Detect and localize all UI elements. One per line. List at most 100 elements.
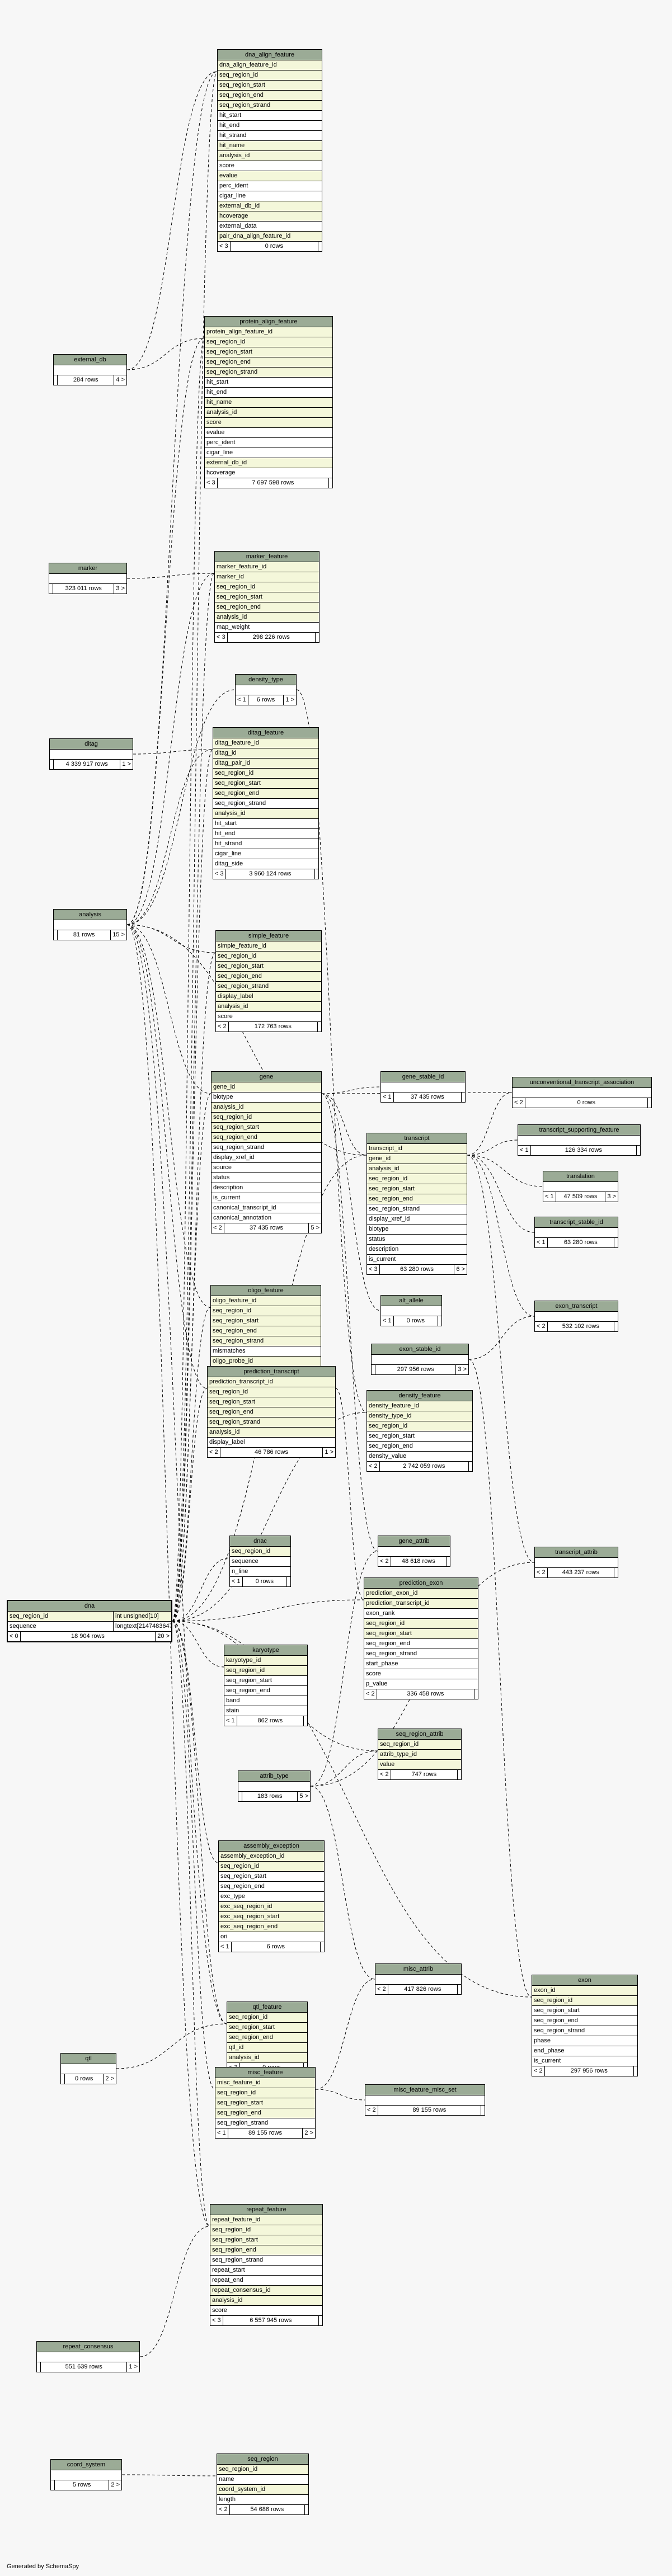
- parents-count: < 2: [532, 2066, 545, 2076]
- row-count: 532 102 rows: [548, 1322, 614, 1331]
- column-name: [39, 2352, 139, 2362]
- parents-count: < 2: [212, 1223, 224, 1233]
- table-row: start_phase: [364, 1659, 478, 1669]
- table-row: external_data: [218, 222, 322, 232]
- row-count: 37 435 rows: [394, 1092, 462, 1102]
- table-unconventional-transcript-association[interactable]: unconventional_transcript_association< 2…: [512, 1077, 652, 1108]
- table-row: seq_region_strand: [213, 799, 318, 809]
- table-dna[interactable]: dna seq_region_id int unsigned[10] seque…: [7, 1600, 172, 1642]
- table-row: external_db_id: [218, 201, 322, 211]
- row-count: 47 509 rows: [556, 1192, 606, 1202]
- table-row: seq_region_end: [212, 1133, 321, 1143]
- relationship-line: [126, 573, 215, 579]
- parents-count: < 2: [208, 1448, 220, 1457]
- row-count: 0 rows: [243, 1577, 287, 1586]
- row-count: 0 rows: [525, 1098, 648, 1108]
- table-row: display_label: [216, 992, 321, 1002]
- parents-count: < 3: [367, 1265, 380, 1274]
- column-name: seq_region_start: [213, 1317, 259, 1324]
- table-row: sequence: [230, 1557, 290, 1567]
- column-name: length: [219, 2496, 236, 2503]
- table-row: gene_id: [212, 1082, 321, 1092]
- children-count: [329, 478, 332, 488]
- column-name: ditag_id: [215, 750, 237, 756]
- column-name: seq_region_strand: [206, 369, 258, 375]
- table-row: [51, 2470, 121, 2480]
- parents-count: < 2: [364, 1689, 377, 1699]
- column-name: simple_feature_id: [218, 943, 266, 949]
- parents-count: < 3: [215, 633, 228, 642]
- children-count: 3 >: [458, 1366, 467, 1373]
- column-name: seq_region_id: [212, 2226, 251, 2233]
- column-name: is_current: [369, 1256, 396, 1263]
- column-name: seq_region_id: [229, 2014, 268, 2021]
- column-name: is_current: [213, 1194, 241, 1201]
- table-row: hit_start: [205, 378, 332, 388]
- column-name: density_feature_id: [369, 1402, 419, 1409]
- table-title: exon_transcript: [535, 1301, 618, 1312]
- table-row: seq_region_start: [215, 592, 319, 602]
- relationship-line: [321, 1092, 513, 1094]
- table-row: analysis_id: [367, 1164, 467, 1174]
- column-name: seq_region_start: [220, 1873, 266, 1880]
- table-row: seq_region_end: [215, 2108, 315, 2118]
- table-row: qtl_id: [227, 2043, 307, 2053]
- column-name: band: [226, 1697, 240, 1704]
- table-row: seq_region_end: [224, 1686, 307, 1696]
- table-title: repeat_consensus: [37, 2342, 139, 2352]
- table-row: [535, 1228, 618, 1238]
- table-row: seq_region_id: [205, 337, 332, 347]
- relationship-line: [172, 1599, 364, 1622]
- column-name: seq_region_end: [219, 92, 264, 98]
- row-count: 443 237 rows: [548, 1568, 614, 1577]
- table-row: analysis_id: [205, 408, 332, 418]
- table-row: seq_region_id: [224, 1666, 307, 1676]
- row-count: 18 904 rows: [21, 1632, 156, 1641]
- row-count: 63 280 rows: [548, 1238, 614, 1247]
- column-name: gene_id: [369, 1155, 391, 1162]
- column-name: density_type_id: [369, 1412, 412, 1419]
- table-row: exon_id: [532, 1986, 637, 1996]
- row-count: 0 rows: [394, 1316, 438, 1326]
